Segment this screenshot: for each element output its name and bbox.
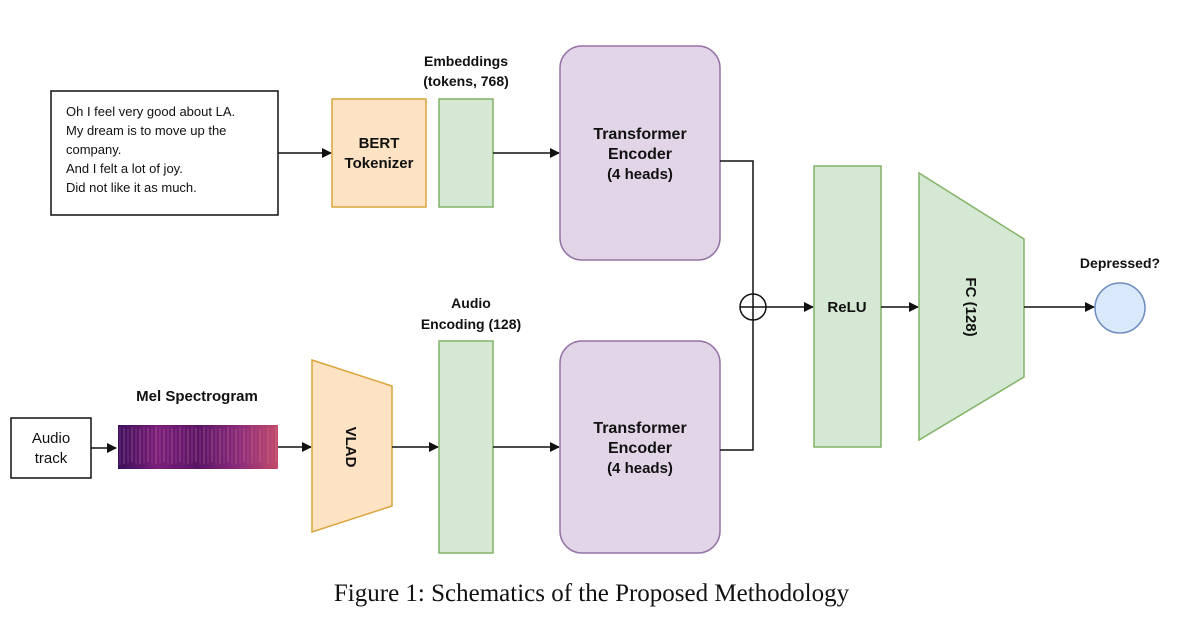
relu-label: ReLU bbox=[827, 299, 866, 316]
input-text-box bbox=[50, 90, 279, 216]
vlad-label: VLAD bbox=[342, 427, 359, 468]
mel-spectrogram-label: Mel Spectrogram bbox=[136, 388, 258, 405]
output-label: Depressed? bbox=[1080, 255, 1160, 271]
transformer-bottom-label: Transformer bbox=[593, 420, 686, 437]
audio-track-label: track bbox=[35, 450, 68, 467]
audio-track-label: Audio bbox=[32, 430, 70, 447]
input-text-line: Oh I feel very good about LA. bbox=[66, 104, 235, 119]
audio-encoding-label: Audio bbox=[451, 295, 491, 311]
output-node bbox=[1094, 282, 1146, 334]
embeddings-box bbox=[438, 98, 494, 208]
audio-encoding-label: Encoding (128) bbox=[421, 316, 521, 332]
bert-tokenizer-label: BERT bbox=[359, 135, 400, 152]
connector-top-to-sum bbox=[720, 160, 754, 294]
relu-box bbox=[813, 165, 882, 448]
transformer-encoder-bottom bbox=[559, 340, 721, 554]
vlad-block bbox=[311, 358, 393, 534]
input-text-line: My dream is to move up the bbox=[66, 123, 226, 138]
audio-encoding-box bbox=[438, 340, 494, 554]
transformer-bottom-label: Encoder bbox=[608, 440, 672, 457]
transformer-top-label: Transformer bbox=[593, 126, 686, 143]
fc-label: FC (128) bbox=[962, 277, 979, 336]
input-text-line: And I felt a lot of joy. bbox=[66, 161, 183, 176]
figure-caption: Figure 1: Schematics of the Proposed Met… bbox=[333, 580, 850, 607]
input-text-line: company. bbox=[66, 142, 121, 157]
transformer-top-label: Encoder bbox=[608, 146, 672, 163]
transformer-top-label: (4 heads) bbox=[607, 166, 673, 183]
mel-spectrogram-texture bbox=[119, 427, 277, 465]
connector-bottom-to-sum bbox=[720, 320, 754, 451]
embeddings-label: (tokens, 768) bbox=[423, 73, 509, 89]
audio-track-box bbox=[10, 417, 92, 479]
fc-block bbox=[918, 171, 1025, 442]
bert-tokenizer-box bbox=[331, 98, 427, 208]
transformer-bottom-label: (4 heads) bbox=[607, 460, 673, 477]
mel-spectrogram-image bbox=[118, 425, 278, 469]
bert-tokenizer-label: Tokenizer bbox=[345, 155, 414, 172]
transformer-encoder-top bbox=[559, 45, 721, 261]
embeddings-label: Embeddings bbox=[424, 53, 508, 69]
sum-operator-icon bbox=[739, 293, 767, 321]
input-text-line: Did not like it as much. bbox=[66, 180, 197, 195]
